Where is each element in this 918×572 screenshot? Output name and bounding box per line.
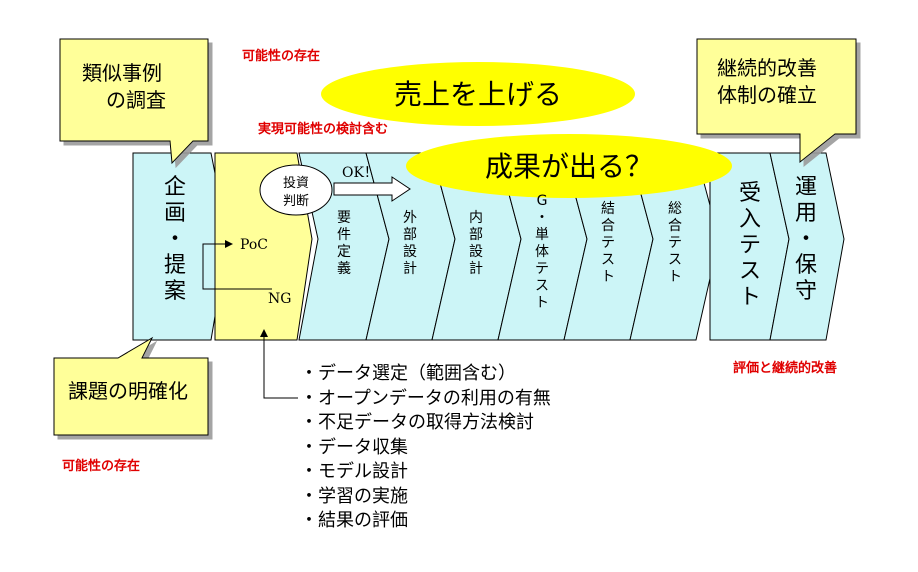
poc-task-item: モデル設計: [300, 460, 551, 485]
phase-system-test-char: ス: [668, 252, 682, 268]
poc-task-item: 学習の実施: [300, 485, 551, 510]
phase-unit-test-char: 単: [535, 227, 549, 243]
phase-unit-test-char: ・: [535, 210, 549, 226]
phase-internal-design-char: 設: [469, 244, 483, 260]
phase-integration-test-char: ト: [601, 269, 615, 285]
phase-acceptance-test-char: ス: [739, 259, 761, 284]
poc-task-list: データ選定（範囲含む） オープンデータの利用の有無 不足データの取得方法検討 デ…: [300, 362, 551, 534]
ok-arrow: [333, 176, 411, 202]
phase-integration-test-char: テ: [601, 235, 615, 251]
phase-system-test-char: ト: [668, 269, 682, 285]
possibility-bottom-label: 可能性の存在: [62, 458, 140, 474]
phase-acceptance-test-char: 入: [739, 207, 761, 232]
poc-loop-arrow: [202, 240, 272, 290]
possibility-top-label: 可能性の存在: [242, 48, 320, 64]
issue-clarify-callout: [53, 336, 209, 436]
phase-planning-char: 画: [164, 201, 186, 226]
phase-acceptance-test-char: ト: [739, 285, 761, 310]
phase-requirements-char: 義: [337, 260, 351, 277]
phase-internal-design-char: 部: [469, 227, 483, 243]
phase-unit-test-char: 体: [535, 244, 549, 260]
phase-operation-char: 用: [795, 201, 817, 226]
phase-internal-design-char: 内: [469, 210, 483, 226]
phase-acceptance-test-char: 受: [739, 181, 761, 206]
investment-line2: 判断: [283, 194, 309, 209]
phase-unit-test-char: テ: [535, 261, 549, 277]
phase-operation-char: 保: [795, 253, 817, 278]
phase-requirements-char: 定: [337, 244, 351, 260]
continuous-improve-line2: 体制の確立: [717, 83, 817, 107]
poc-task-item: データ選定（範囲含む）: [300, 362, 551, 387]
phase-operation-chevron: [769, 152, 845, 341]
phase-unit-test-char: G: [537, 193, 548, 209]
ok-label: OK！: [342, 165, 378, 181]
phase-planning-char: 企: [164, 175, 186, 200]
phase-external-design-char: 計: [403, 261, 417, 277]
phase-internal-design-char: 計: [469, 261, 483, 277]
phase-planning-char: 提: [164, 253, 186, 278]
poc-task-item: データ収集: [300, 436, 551, 461]
phase-integration-test-char: 結: [601, 201, 615, 217]
phase-operation-char: ・: [795, 227, 817, 252]
similar-cases-line1: 類似事例: [82, 61, 162, 85]
evaluation-label: 評価と継続的改善: [733, 360, 837, 376]
phase-operation-char: 運: [795, 175, 817, 200]
similar-cases-callout: [59, 38, 209, 165]
continuous-improve-line1: 継続的改善: [717, 56, 817, 80]
phase-operation-char: 守: [795, 279, 817, 304]
poc-task-item: 結果の評価: [300, 509, 551, 534]
feasibility-label: 実現可能性の検討含む: [258, 121, 388, 137]
phase-planning-char: ・: [164, 227, 186, 252]
poc-task-item: 不足データの取得方法検討: [300, 411, 551, 436]
results-ellipse: [406, 134, 732, 198]
phase-unit-test-char: ト: [535, 295, 549, 311]
investment-line1: 投資: [283, 175, 309, 191]
similar-cases-line2: の調査: [106, 88, 166, 112]
phase-requirements-char: 要: [337, 210, 351, 226]
phase-system-test-char: 合: [668, 218, 682, 234]
sales-ellipse: [321, 62, 635, 126]
phase-external-design-char: 設: [403, 244, 417, 260]
poc-detail-connector: [260, 329, 298, 399]
phase-system-test-char: 総: [668, 201, 682, 217]
phase-external-design-char: 外: [403, 210, 417, 226]
phase-planning-char: 案: [164, 279, 186, 304]
ng-label: NG: [268, 291, 291, 307]
phase-acceptance-test-char: テ: [739, 233, 761, 258]
sales-ellipse-label: 売上を上げる: [394, 78, 562, 111]
poc-label: PoC: [240, 237, 268, 253]
phase-integration-test-char: ス: [601, 252, 615, 268]
phase-external-design-char: 部: [403, 227, 417, 243]
poc-task-item: オープンデータの利用の有無: [300, 387, 551, 412]
continuous-improve-callout: [696, 38, 857, 164]
investment-decision-ellipse: [259, 164, 333, 216]
phase-system-test-char: テ: [668, 235, 682, 251]
results-ellipse-label: 成果が出る？: [485, 150, 653, 183]
phase-integration-test-char: 合: [601, 218, 615, 234]
phase-unit-test-char: ス: [535, 278, 549, 294]
issue-clarify-label: 課題の明確化: [68, 379, 188, 403]
phase-requirements-char: 件: [337, 227, 351, 243]
